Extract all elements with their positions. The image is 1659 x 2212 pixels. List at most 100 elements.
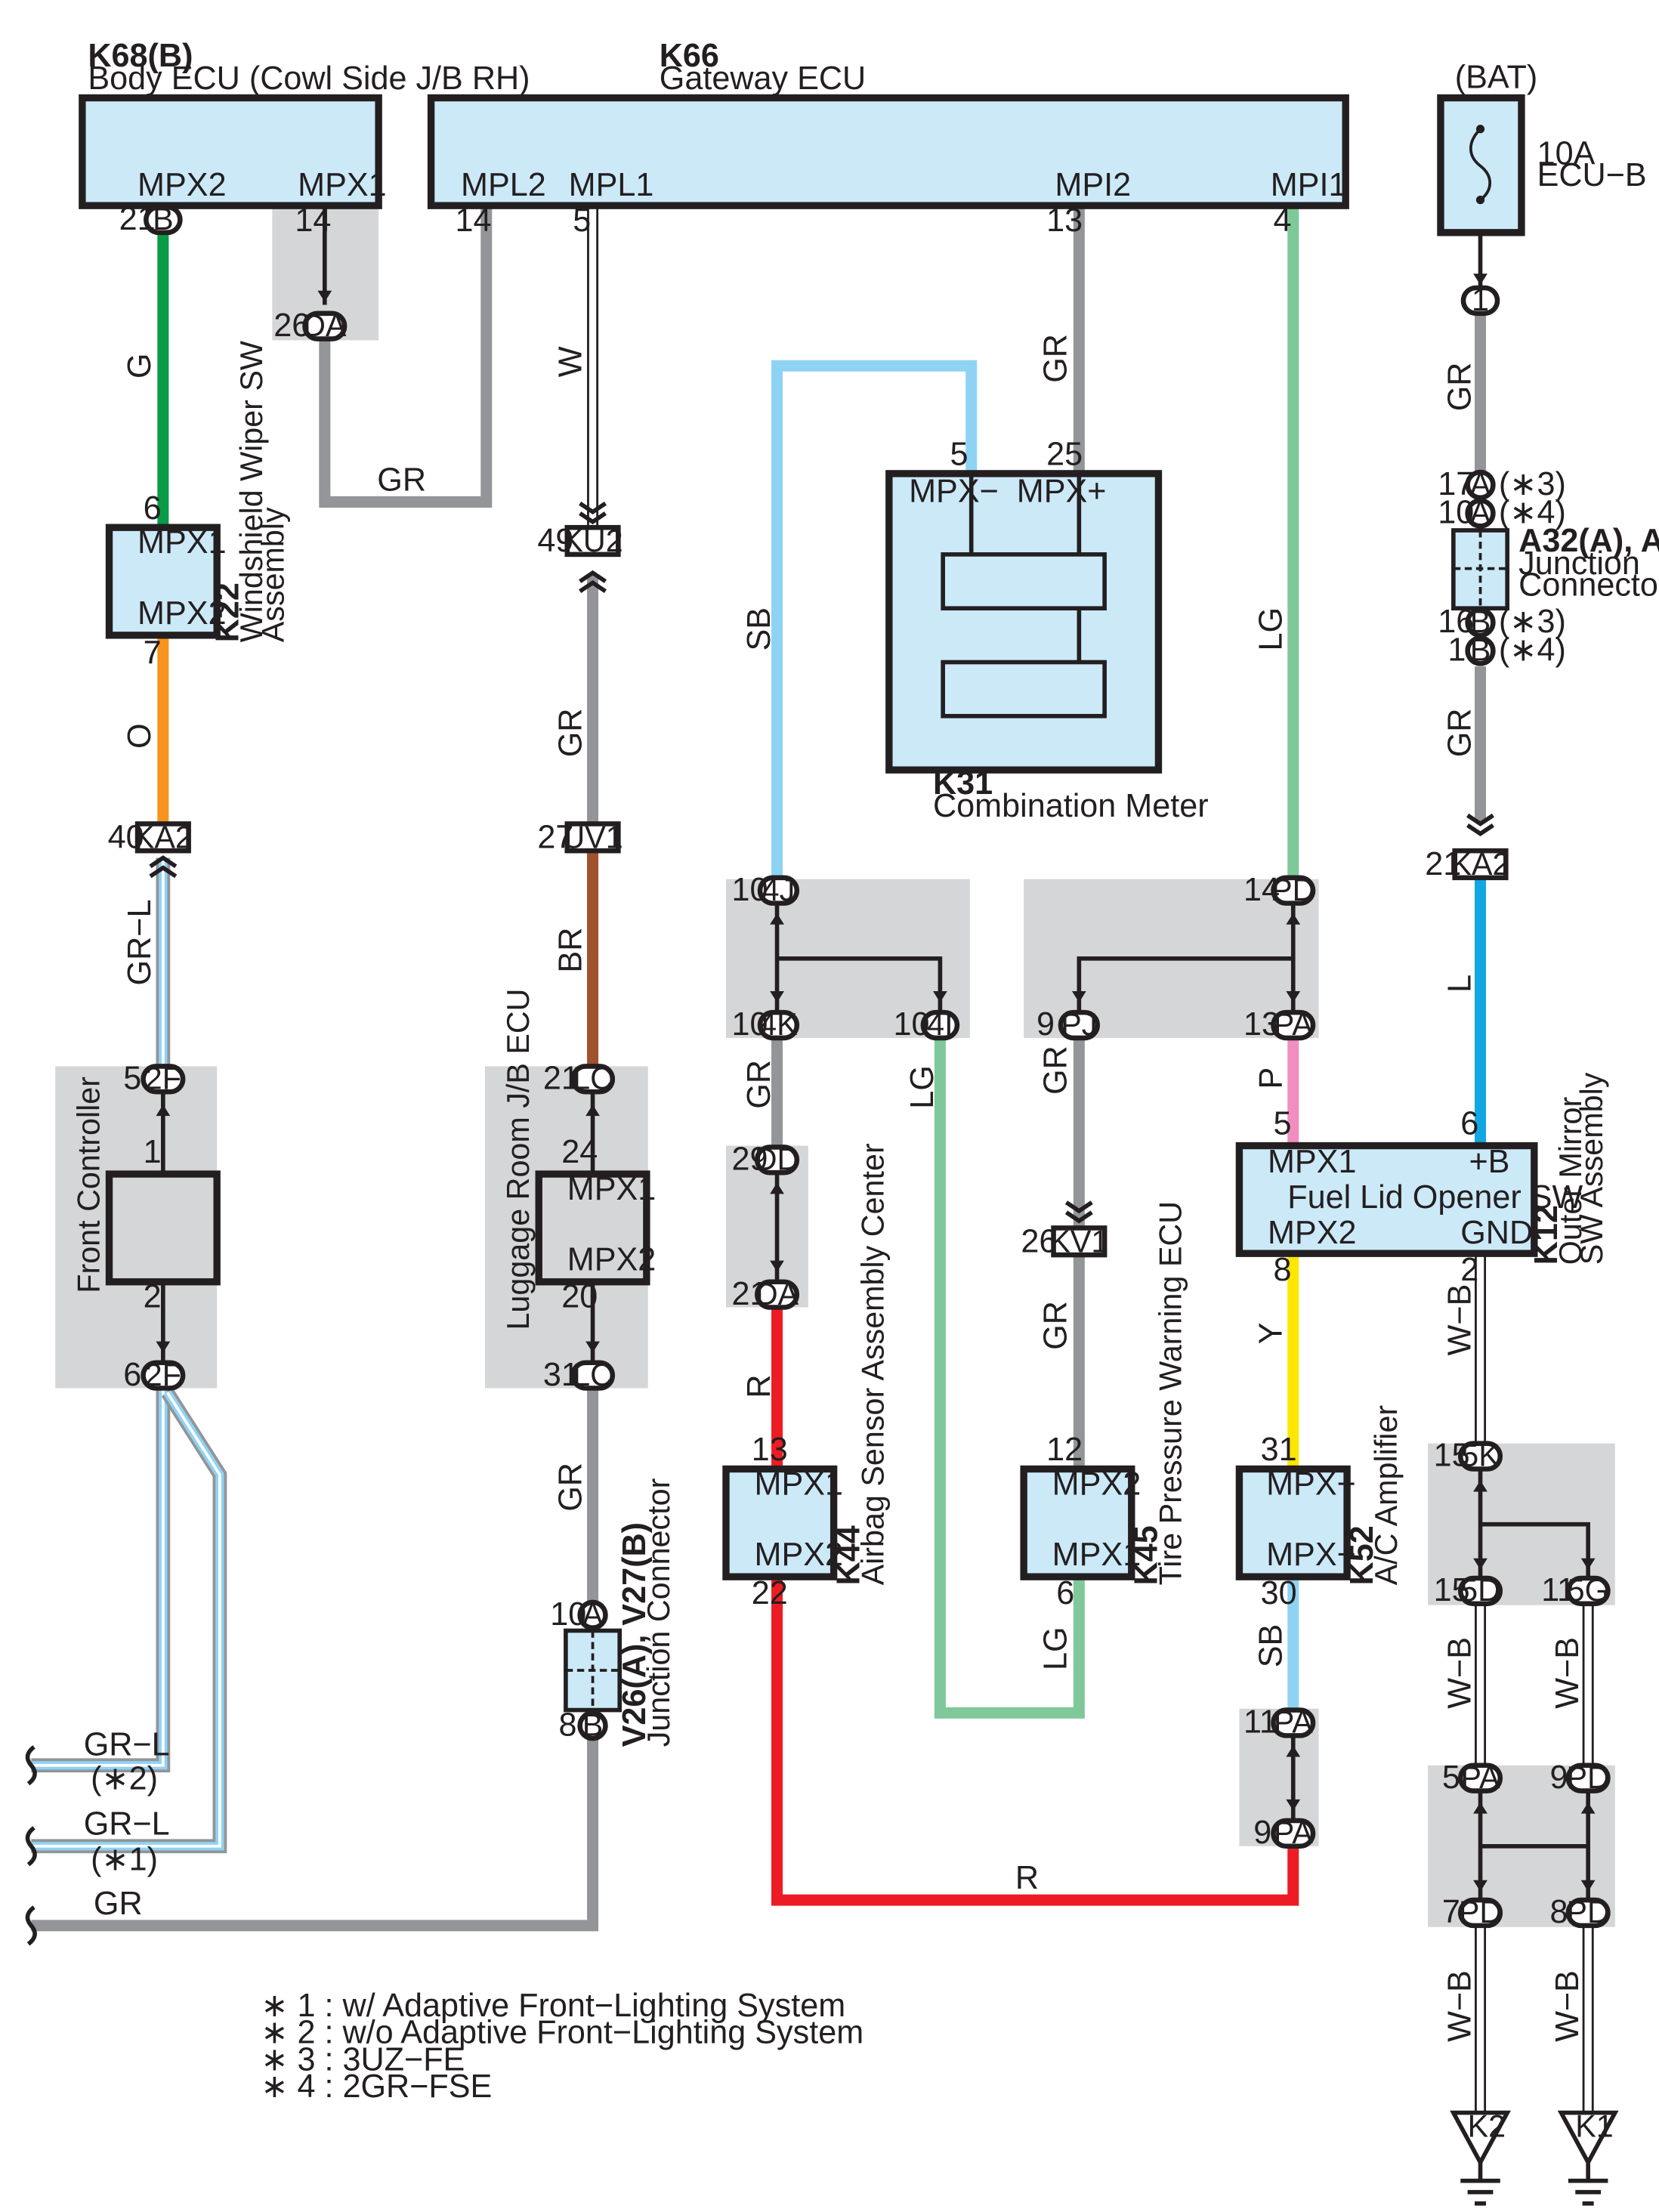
pin-number: 8 xyxy=(559,1707,577,1743)
pin-number: 9 xyxy=(1036,1006,1055,1043)
wire-label-w: W xyxy=(553,346,589,377)
pin-number: 24 xyxy=(561,1134,598,1170)
conn-kv1: KV1 xyxy=(1049,1224,1108,1259)
a32-name2: Connector xyxy=(1518,567,1659,603)
pin-number: 6 xyxy=(144,490,162,527)
wire-label-r: R xyxy=(741,1374,777,1398)
k45-code: K45 xyxy=(1129,1525,1165,1585)
wire-label-y: Y xyxy=(1253,1323,1290,1345)
k44-pin-mpx2: MPX2 xyxy=(755,1537,844,1573)
pin-number: 10 xyxy=(1438,495,1474,531)
k31-pin-mpx-plus: MPX+ xyxy=(1017,473,1107,509)
pin-number: 5 xyxy=(1442,1759,1460,1796)
conn-a: A xyxy=(1470,467,1491,502)
luggage-pin-mpx2: MPX2 xyxy=(567,1242,656,1278)
pin-number: 26 xyxy=(1021,1223,1057,1259)
conn-pj: PJ xyxy=(1061,1007,1097,1042)
pin-number: 7 xyxy=(1442,1894,1460,1930)
pin-number: 8 xyxy=(1549,1894,1568,1930)
k45-name: Tire Pressure Warning ECU xyxy=(1153,1201,1188,1585)
pin-number: 21 xyxy=(543,1060,579,1096)
conn-da: DA xyxy=(755,1277,799,1311)
wire-label-gr: GR xyxy=(553,1463,589,1512)
k31-pin-mpx-minus: MPX− xyxy=(909,473,999,509)
pin-number: 13 xyxy=(752,1432,788,1468)
wire-label-o: O xyxy=(122,723,158,749)
a32-name1: Junction xyxy=(1518,545,1640,582)
pin-number: 7 xyxy=(144,635,162,671)
k12-code: K12 xyxy=(1528,1205,1565,1265)
wire-label-wb: W−B xyxy=(1549,1970,1586,2042)
pin-number: 6 xyxy=(1056,1575,1074,1611)
pin-number: 11 xyxy=(1541,1572,1575,1608)
k12-name1: Outer Mirror xyxy=(1553,1096,1588,1265)
conn-pd: PD xyxy=(1566,1760,1609,1795)
footnote-3: ∗ 3 : 3UZ−FE xyxy=(261,2041,465,2078)
pin-number: 49 xyxy=(537,523,573,559)
fuse-amp: 10A xyxy=(1537,136,1596,172)
pin-number: 9 xyxy=(1253,1815,1271,1851)
pin-number: 16 xyxy=(1438,604,1474,640)
conn-da: DA xyxy=(303,308,347,343)
fuse-name: ECU−B xyxy=(1537,157,1647,193)
pin-number: 8 xyxy=(1273,1252,1291,1288)
pin-number: 31 xyxy=(1261,1432,1297,1468)
k45-pin-mpx2: MPX2 xyxy=(1052,1466,1142,1502)
pin-number: 11 xyxy=(1243,1704,1277,1741)
ground-k1: K1 xyxy=(1575,2109,1614,2144)
conn-pa: PA xyxy=(1274,1815,1313,1850)
k68-code: K68(B) xyxy=(88,38,193,74)
k22-name2: Assembly xyxy=(255,507,290,642)
conn-uv1: UV1 xyxy=(562,820,623,854)
front-controller-name: Front Controller xyxy=(71,1077,106,1293)
wire-label-l: L xyxy=(1441,975,1478,993)
conn-b: B xyxy=(1470,604,1491,639)
pin-number: 25 xyxy=(1046,437,1083,473)
wire-label-sb: SB xyxy=(1253,1624,1290,1668)
wire-label-grl: GR−L xyxy=(122,900,158,986)
k68-pin-mpx2: MPX2 xyxy=(137,167,227,203)
conn-2f: 2F xyxy=(145,1061,181,1095)
pin-number: 21 xyxy=(1425,846,1461,882)
connector-ovals xyxy=(134,204,1611,1929)
conn-5k: 5K xyxy=(1461,1438,1500,1473)
pin-number: 20 xyxy=(561,1279,598,1315)
pin-number: 6 xyxy=(1460,1106,1478,1142)
v26-code: V26(A), V27(B) xyxy=(616,1522,653,1747)
k52-name: A/C Amplifier xyxy=(1369,1405,1404,1586)
conn-5g: 5G xyxy=(1568,1573,1609,1608)
k44-pin-mpx1: MPX1 xyxy=(755,1466,844,1502)
wire-label-wb: W−B xyxy=(1549,1637,1586,1709)
note-mark-4: (∗4) xyxy=(1499,632,1566,669)
conn-lc: LC xyxy=(573,1358,613,1392)
pin-numbers: 21 14 26 14 5 13 4 6 7 5 25 49 40 27 21 … xyxy=(108,201,1575,1930)
pin-number: 21 xyxy=(731,1276,768,1312)
wire-label-p: P xyxy=(1253,1067,1290,1089)
pin-number: 30 xyxy=(1261,1575,1297,1611)
conn-2f: 2F xyxy=(145,1358,181,1392)
pin-number: 5 xyxy=(1273,1106,1291,1142)
conn-pd: PD xyxy=(1566,1895,1609,1929)
k68-name: Body ECU (Cowl Side J/B RH) xyxy=(88,60,530,97)
note-mark-4: (∗4) xyxy=(1499,495,1566,531)
wire-label-wb: W−B xyxy=(1441,1284,1478,1356)
conn-a: A xyxy=(1470,496,1491,530)
conn-4i: 4I xyxy=(927,1007,953,1042)
pin-number: 9 xyxy=(1549,1759,1568,1796)
pin-number: 15 xyxy=(1434,1438,1470,1474)
footnote-4: ∗ 4 : 2GR−FSE xyxy=(261,2068,492,2105)
k66-code: K66 xyxy=(660,38,719,74)
pin-number: 10 xyxy=(731,872,768,908)
shaded-regions xyxy=(55,208,1615,1927)
k52-pin-mpx-minus: MPX− xyxy=(1266,1466,1356,1502)
pin-number: 2 xyxy=(144,1279,162,1315)
pin-number: 22 xyxy=(752,1575,788,1611)
pin-number: 14 xyxy=(1243,872,1280,908)
pin-number: 10 xyxy=(731,1006,768,1043)
k66-pin-mpl2: MPL2 xyxy=(461,167,546,203)
conn-4k: 4K xyxy=(759,1007,798,1042)
wire-label-grl: GR−L xyxy=(84,1806,170,1843)
wire-label-sb: SB xyxy=(741,607,777,651)
k12-pin-plus-b: +B xyxy=(1469,1144,1509,1180)
note-mark-3: (∗3) xyxy=(1499,604,1566,640)
